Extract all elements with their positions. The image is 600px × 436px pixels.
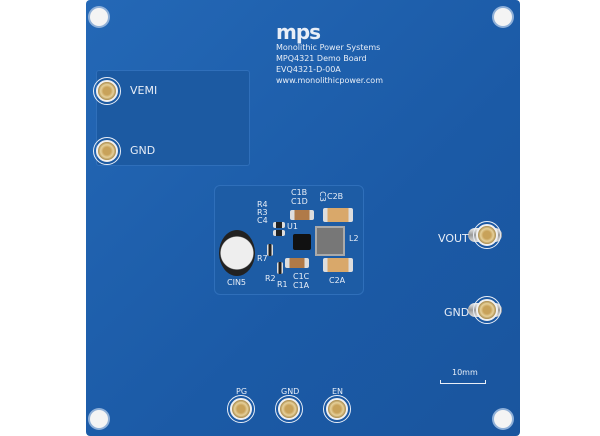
c1a-label: C1A [293, 281, 310, 290]
pg-label: PG [236, 387, 248, 396]
gnd-right-label: GND [444, 306, 470, 319]
converter-area: CIN5 C1B C1D C3 C2B R4 R3 C4 U1 L2 R7 R2… [214, 185, 364, 295]
capacitor [323, 208, 353, 222]
inductor-l2 [315, 226, 345, 256]
c1b-label: C1B [291, 188, 308, 197]
en-label: EN [332, 387, 344, 396]
vout-terminal[interactable] [473, 221, 501, 249]
c2b-label: C2B [327, 192, 344, 201]
resistor [277, 262, 283, 274]
r1-label: R1 [277, 280, 288, 289]
mps-logo: mps [276, 20, 321, 44]
gnd-bottom-label: GND [281, 387, 300, 396]
resistor [273, 222, 285, 228]
mounting-hole [90, 410, 108, 428]
input-capacitor [219, 230, 255, 276]
en-terminal[interactable] [323, 395, 351, 423]
vout-label: VOUT [438, 232, 469, 245]
emi-filter-area [96, 70, 250, 166]
r2-label: R2 [265, 274, 276, 283]
capacitor [285, 258, 309, 268]
c1d-label: C1D [291, 197, 308, 206]
capacitor [323, 258, 353, 272]
scale-label: 10mm [452, 368, 478, 377]
scale-bar [440, 380, 486, 384]
gnd-left-terminal[interactable] [93, 137, 121, 165]
vemi-label: VEMI [130, 84, 158, 97]
mounting-hole [494, 8, 512, 26]
r3-label: R3 [257, 208, 268, 217]
vemi-terminal[interactable] [93, 77, 121, 105]
resistor [267, 244, 273, 256]
capacitor [290, 210, 314, 220]
website: www.monolithicpower.com [276, 76, 383, 85]
pg-terminal[interactable] [227, 395, 255, 423]
l2-label: L2 [349, 234, 359, 243]
pcb-board: mps Monolithic Power Systems MPQ4321 Dem… [86, 0, 520, 436]
gnd-right-terminal[interactable] [473, 296, 501, 324]
company-name: Monolithic Power Systems [276, 43, 381, 52]
mounting-hole [90, 8, 108, 26]
r7-label: R7 [257, 254, 268, 263]
cin5-label: CIN5 [227, 278, 247, 287]
c1c-label: C1C [293, 272, 310, 281]
r4-label: R4 [257, 200, 268, 209]
resistor [273, 230, 285, 236]
c4-label: C4 [257, 216, 268, 225]
c2a-label: C2A [329, 276, 346, 285]
part-number: EVQ4321-D-00A [276, 65, 341, 74]
c3-label: C3 [317, 191, 327, 202]
u1-label: U1 [287, 222, 298, 231]
gnd-left-label: GND [130, 144, 156, 157]
gnd-bottom-terminal[interactable] [275, 395, 303, 423]
mounting-hole [494, 410, 512, 428]
ic-u1 [293, 234, 311, 250]
product-name: MPQ4321 Demo Board [276, 54, 367, 63]
